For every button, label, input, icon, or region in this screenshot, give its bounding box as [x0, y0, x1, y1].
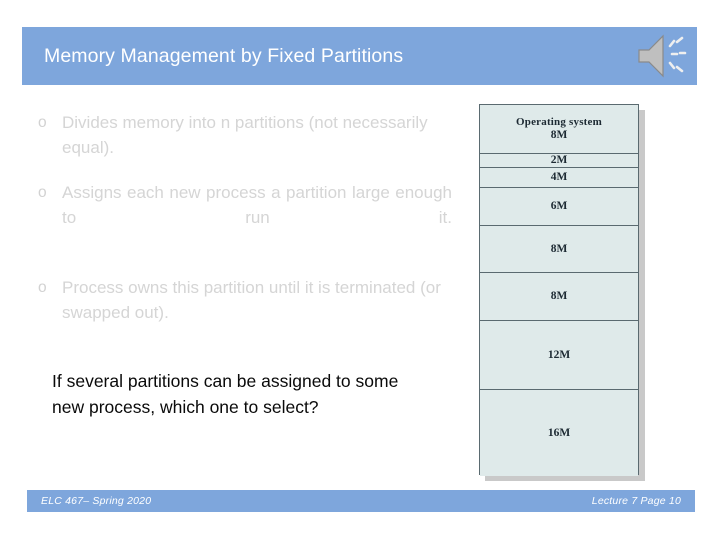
- question-paragraph: If several partitions can be assigned to…: [52, 371, 399, 417]
- bullet-list: o Divides memory into n partitions (not …: [32, 110, 452, 345]
- memory-partition-row: 12M: [480, 321, 638, 390]
- memory-partition-size: 8M: [550, 242, 568, 255]
- memory-partition-size: 12M: [547, 348, 571, 361]
- footer-course-label: ELC 467– Spring 2020: [41, 495, 152, 507]
- memory-partition-size: 6M: [550, 200, 568, 212]
- list-item: o Assigns each new process a partition l…: [32, 180, 452, 255]
- page-title: Memory Management by Fixed Partitions: [44, 44, 404, 67]
- bullet-text: Divides memory into n partitions (not ne…: [62, 113, 428, 157]
- memory-partition-size: 16M: [547, 426, 571, 439]
- memory-partition-row: 2M: [480, 154, 638, 168]
- list-item: o Process owns this partition until it i…: [32, 275, 452, 325]
- bullet-text: Process owns this partition until it is …: [62, 278, 441, 322]
- bullet-text: Assigns each new process a partition lar…: [62, 183, 452, 227]
- footer-page-label: Lecture 7 Page 10: [591, 495, 681, 507]
- memory-partition-label: Operating system: [516, 116, 602, 128]
- bullet-marker-icon: o: [38, 184, 47, 201]
- memory-partition-size: 4M: [550, 171, 568, 183]
- memory-partition-size: 8M: [550, 290, 568, 302]
- bullet-marker-icon: o: [38, 114, 47, 131]
- memory-partition-row: 4M: [480, 168, 638, 188]
- slide-footer-bar: ELC 467– Spring 2020 Lecture 7 Page 10: [27, 490, 695, 512]
- slide-title-bar: Memory Management by Fixed Partitions: [22, 27, 697, 85]
- memory-partition-row: 6M: [480, 188, 638, 226]
- list-item: o Divides memory into n partitions (not …: [32, 110, 452, 160]
- speaker-sound-icon[interactable]: [633, 30, 689, 82]
- memory-partition-size: 2M: [550, 154, 568, 166]
- memory-partition-size: 8M: [550, 129, 568, 141]
- memory-partition-row: 8M: [480, 226, 638, 273]
- bullet-marker-icon: o: [38, 279, 47, 296]
- memory-partition-row: 16M: [480, 390, 638, 476]
- memory-partition-row: 8M: [480, 273, 638, 321]
